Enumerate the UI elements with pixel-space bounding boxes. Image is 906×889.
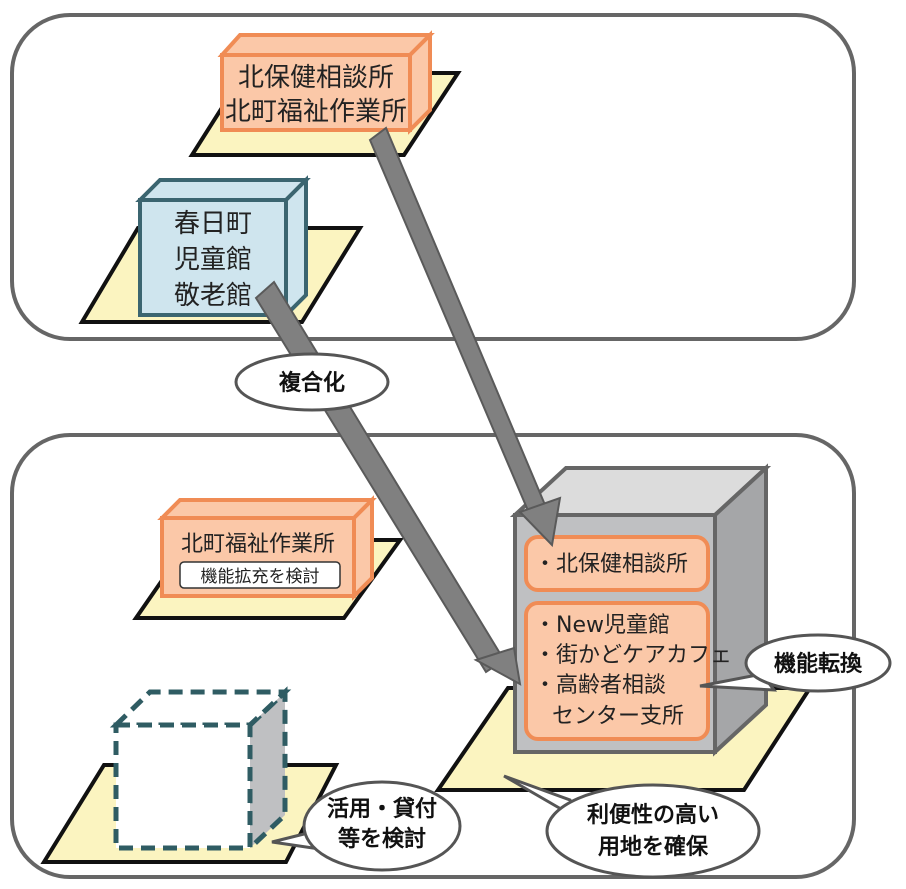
workshop-note-box: [179, 561, 341, 589]
building-side-face: [713, 463, 768, 757]
building-side-face: [408, 30, 432, 135]
building-front-face: [220, 53, 412, 132]
callout-bubble: [545, 783, 761, 879]
utilize-callout: 活用・貸付 等を検討: [271, 780, 462, 872]
utilize-label-line1: 活用・貸付: [327, 796, 437, 822]
panel-bottom-line4: センター支所: [552, 704, 684, 729]
arrow-head: [473, 646, 522, 686]
callout-bubble: [744, 633, 892, 693]
building-label-line3: 敬老館: [174, 281, 252, 311]
building-side-face: [284, 175, 308, 320]
site-callout: 利便性の高い 用地を確保: [503, 774, 761, 879]
panel-bottom-line2: ・街かどケアカフェ: [534, 643, 732, 668]
workshop-title: 北町福祉作業所: [181, 532, 335, 557]
top-orange-building: 北保健相談所 北町福祉作業所: [188, 30, 462, 157]
arrow-head: [518, 496, 562, 548]
building-label-line1: 北保健相談所: [238, 63, 394, 93]
building-label-line2: 北町福祉作業所: [225, 97, 407, 127]
building-label-line1: 春日町: [174, 209, 252, 239]
convert-callout: 機能転換: [699, 633, 892, 693]
workshop-note: 機能拡充を検討: [201, 567, 320, 587]
building-label-line2: 児童館: [174, 245, 252, 275]
panel-top: [524, 535, 710, 592]
utilize-label-line2: 等を検討: [338, 826, 426, 852]
building-top-face: [217, 33, 435, 57]
bottom-workshop-building: 北町福祉作業所 機能拡充を検討: [132, 495, 404, 620]
merge-callout: 複合化: [234, 352, 390, 412]
convert-label: 機能転換: [774, 651, 863, 677]
merge-label: 複合化: [279, 370, 345, 396]
building-top-face: [135, 178, 311, 202]
panel-top-label: ・北保健相談所: [534, 552, 688, 577]
top-blue-building: 春日町 児童館 敬老館: [78, 175, 364, 324]
new-combined-facility: ・北保健相談所 ・New児童館 ・街かどケアカフェ ・高齢者相談 センター支所: [434, 463, 814, 792]
arrow-hokenjo-to-new: [368, 126, 562, 548]
callout-bubble: [234, 352, 390, 412]
building-top-face: [157, 498, 377, 520]
vacated-building: [40, 686, 340, 864]
building-side-face: [352, 495, 374, 601]
panel-bottom-line1: ・New児童館: [534, 613, 670, 638]
building-front-face: [113, 722, 253, 851]
panel-bottom-line3: ・高齢者相談: [534, 673, 666, 698]
site-label-line1: 利便性の高い: [587, 802, 719, 828]
panel-bottom: [524, 601, 710, 741]
site-label-line2: 用地を確保: [598, 834, 709, 860]
callout-bubble: [302, 780, 462, 872]
